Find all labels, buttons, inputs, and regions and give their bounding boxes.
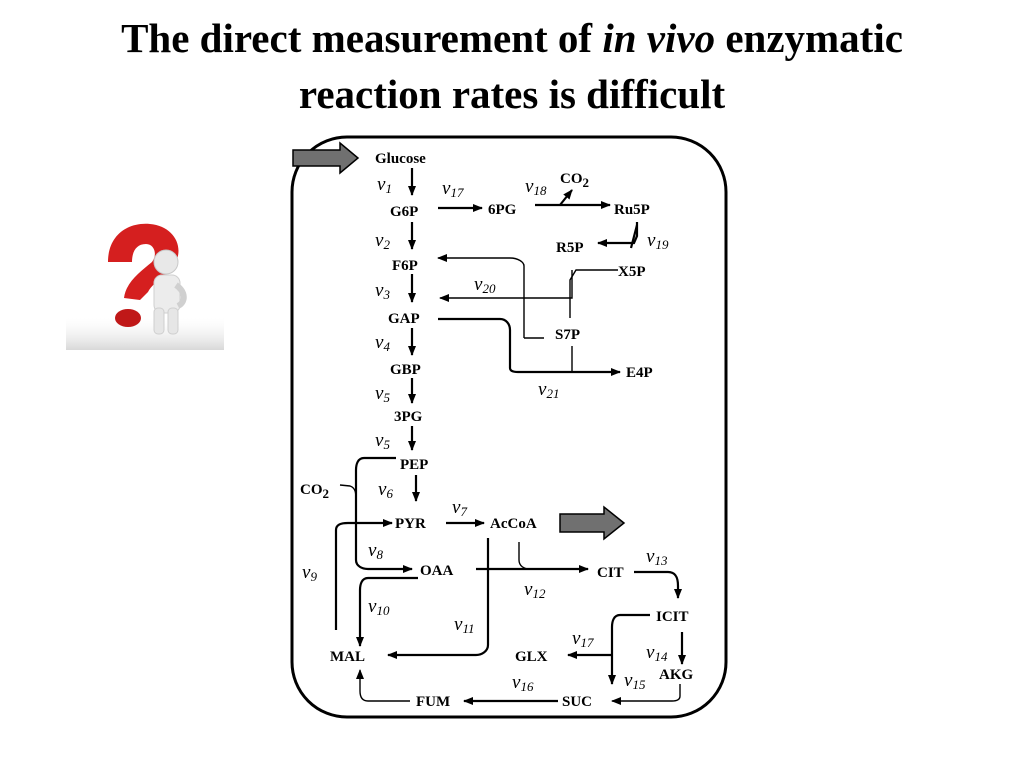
rate-v4: v4	[375, 332, 390, 354]
metabolite-s7p: S7P	[555, 327, 580, 343]
rate-labels: v1 v17 v18 v19 v2 v20 v3 v4 v21 v5 v5 v6…	[302, 174, 669, 694]
rate-v1: v1	[377, 174, 392, 196]
rate-v11: v11	[454, 614, 474, 636]
rate-v10: v10	[368, 596, 390, 618]
glycolysis-arrows	[408, 168, 420, 502]
metabolite-fum: FUM	[416, 694, 450, 710]
rate-v2: v2	[375, 230, 390, 252]
metabolite-mal: MAL	[330, 649, 365, 665]
rate-v13: v13	[646, 546, 668, 568]
metabolite-glx: GLX	[515, 649, 548, 665]
metabolite-pep: PEP	[400, 457, 428, 473]
metabolite-accoa: AcCoA	[490, 516, 537, 532]
metabolite-gbp: GBP	[390, 362, 421, 378]
metabolite-6pg: 6PG	[488, 202, 517, 218]
metabolite-pyr: PYR	[395, 516, 426, 532]
rate-v3: v3	[375, 280, 390, 302]
title-text: The direct measurement of	[121, 15, 603, 61]
metabolite-x5p: X5P	[618, 264, 646, 280]
metabolite-gap: GAP	[388, 311, 420, 327]
metabolite-co2-top: CO2	[560, 171, 589, 190]
pentose-phosphate-arrows	[437, 189, 639, 376]
rate-v12: v12	[524, 579, 546, 601]
rate-v9: v9	[302, 562, 317, 584]
rate-v20: v20	[474, 274, 496, 296]
metabolite-g6p: G6P	[390, 204, 418, 220]
metabolite-glucose: Glucose	[375, 151, 426, 167]
rate-v6: v6	[378, 479, 393, 501]
rate-v19: v19	[647, 230, 669, 252]
rate-v8: v8	[368, 540, 383, 562]
metabolite-suc: SUC	[562, 694, 592, 710]
rate-v14: v14	[646, 642, 668, 664]
title-italic-text: in vivo	[602, 15, 716, 61]
metabolite-icit: ICIT	[656, 609, 689, 625]
metabolite-3pg: 3PG	[394, 409, 423, 425]
rate-v7: v7	[452, 497, 467, 519]
metabolite-ru5p: Ru5P	[614, 202, 650, 218]
rate-v16: v16	[512, 672, 534, 694]
question-mark-figure-icon	[66, 223, 224, 350]
accoa-output-arrow-icon	[559, 505, 626, 541]
rate-v15: v15	[624, 670, 646, 692]
metabolite-r5p: R5P	[556, 240, 584, 256]
rate-v18: v18	[525, 176, 547, 198]
cell-boundary	[290, 135, 728, 719]
rate-v17-ppp: v17	[442, 178, 464, 200]
rate-v21: v21	[538, 379, 559, 401]
title-text-end: enzymatic	[715, 15, 903, 61]
title-line-1: The direct measurement of in vivo enzyma…	[0, 10, 1024, 66]
glucose-input-arrow-icon	[292, 141, 360, 175]
slide-title: The direct measurement of in vivo enzyma…	[0, 10, 1024, 122]
tca-cycle-arrows	[334, 456, 686, 705]
rate-v17-glyoxylate: v17	[572, 628, 594, 650]
metabolite-co2-left: CO2	[300, 482, 329, 501]
metabolite-cit: CIT	[597, 565, 624, 581]
metabolite-akg: AKG	[659, 667, 694, 683]
metabolite-oaa: OAA	[420, 563, 454, 579]
metabolite-labels: Glucose G6P 6PG CO2 Ru5P R5P X5P F6P GAP…	[300, 151, 694, 710]
title-line-2: reaction rates is difficult	[298, 71, 726, 117]
rate-v5-pep: v5	[375, 430, 390, 452]
metabolite-e4p: E4P	[626, 365, 653, 381]
metabolite-f6p: F6P	[392, 258, 418, 274]
rate-v5-3pg: v5	[375, 383, 390, 405]
